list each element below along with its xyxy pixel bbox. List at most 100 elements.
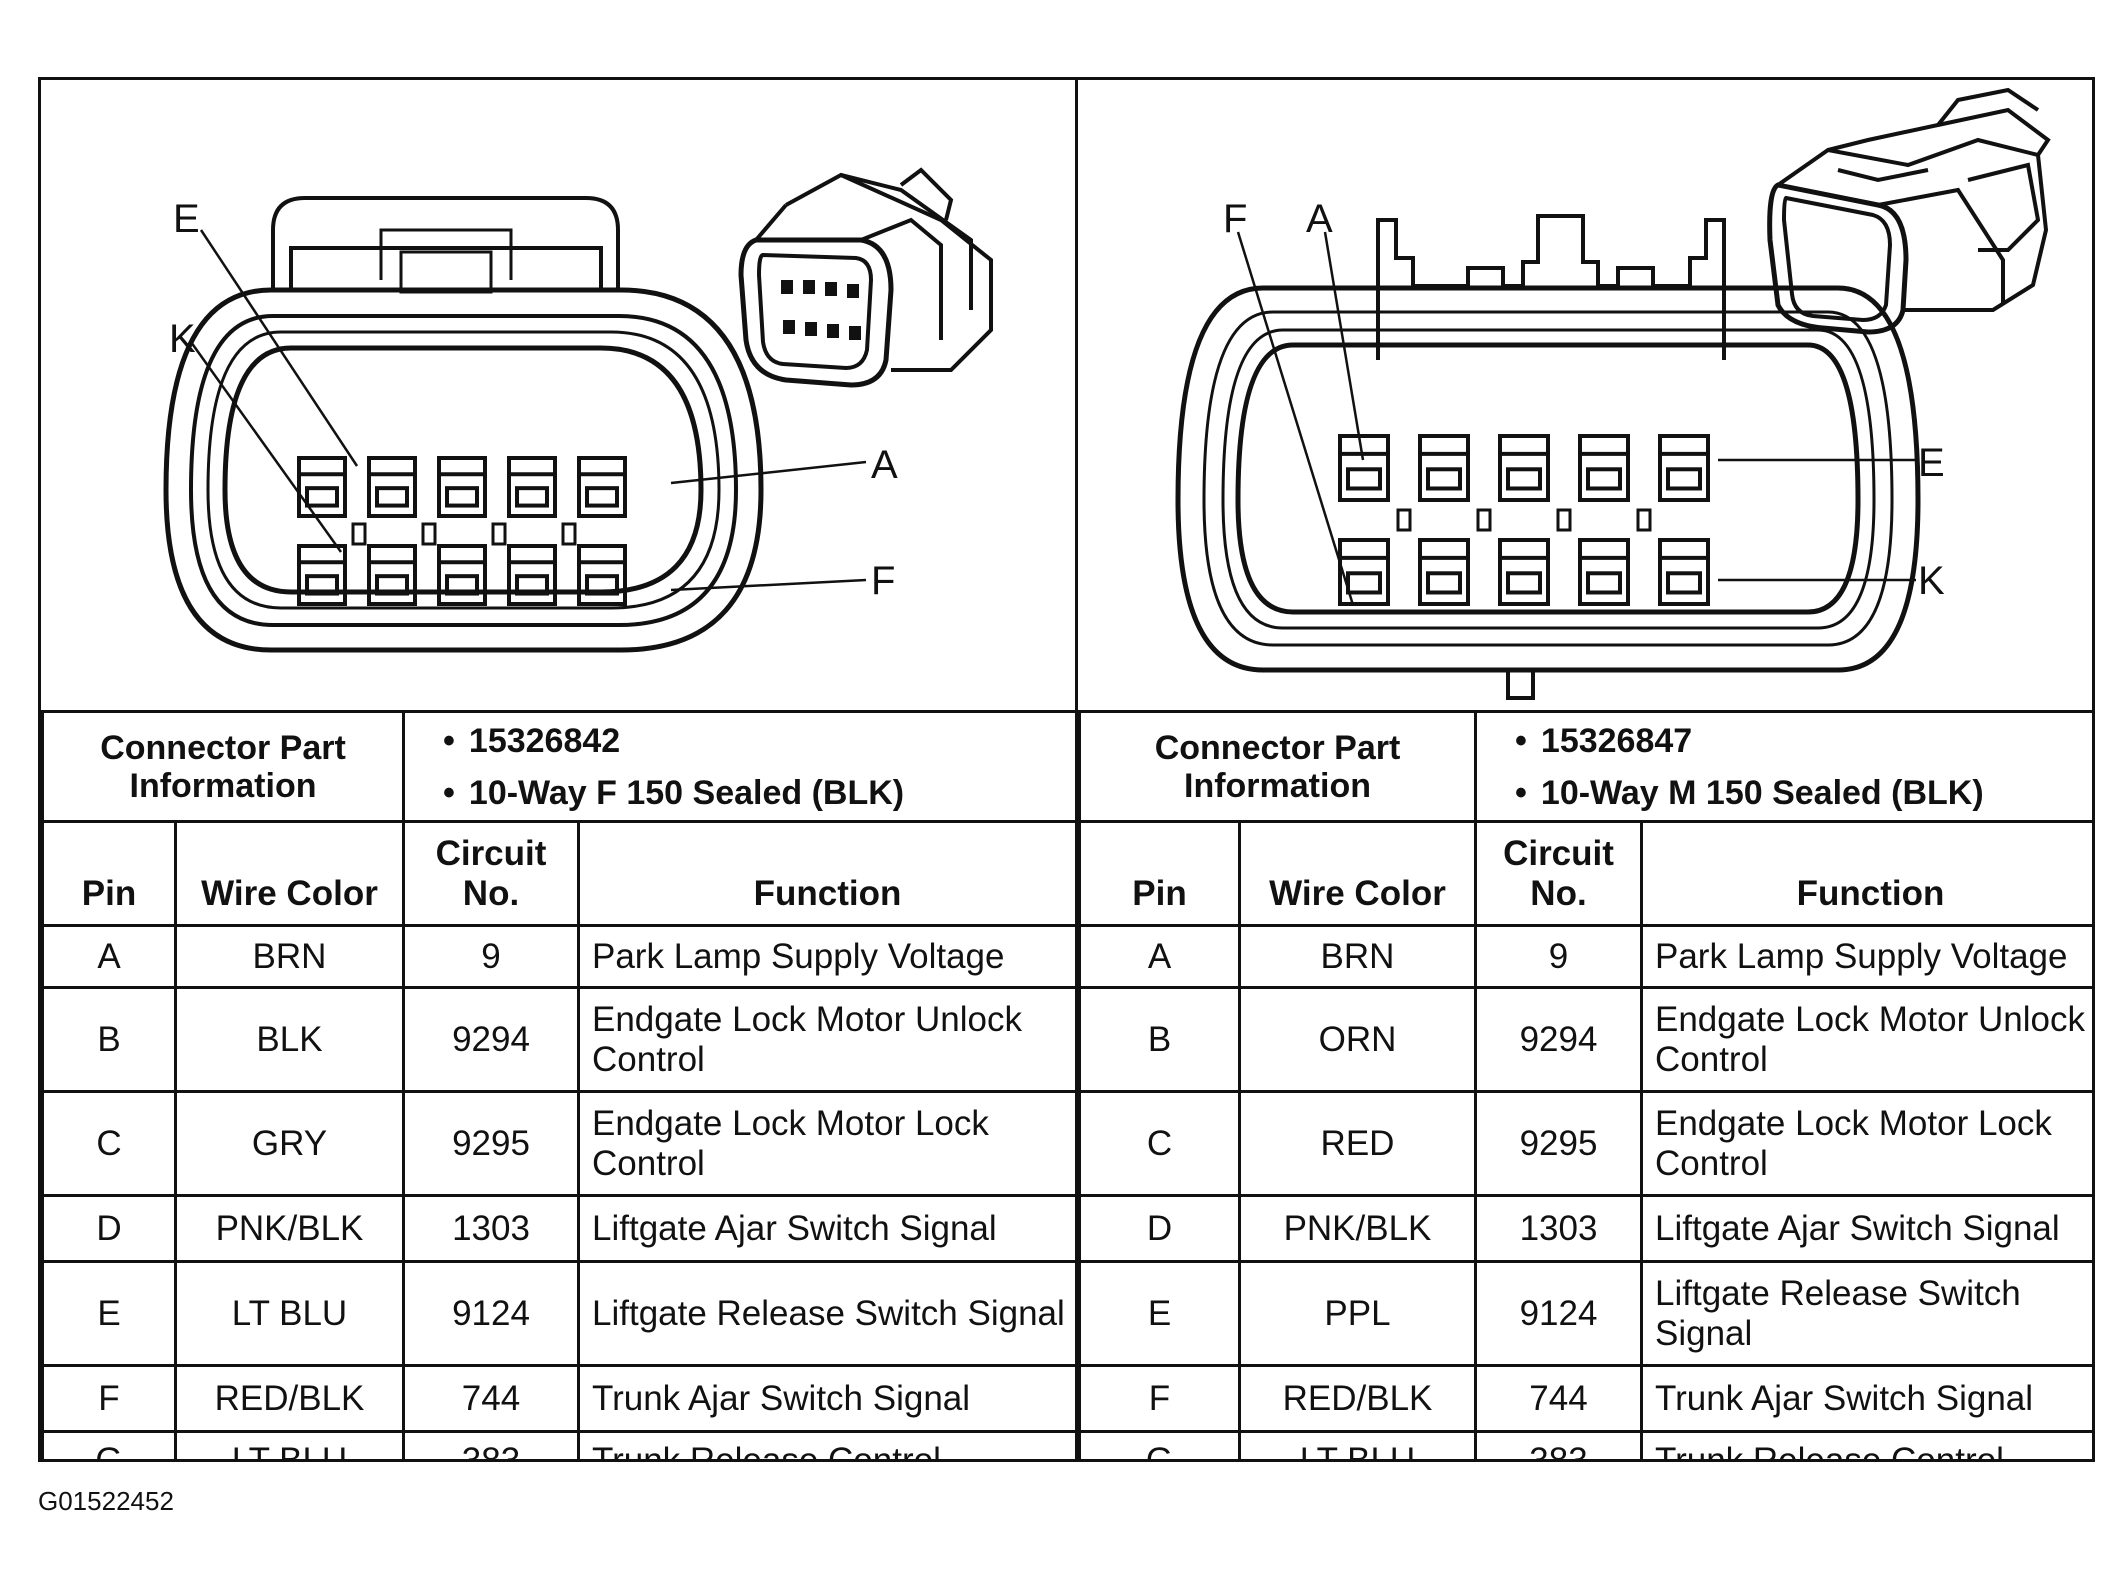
female-connector-diagram: E K A F	[41, 80, 1075, 710]
keying-slot	[561, 522, 577, 546]
pin-cavity	[1338, 434, 1390, 502]
function-cell: Park Lamp Supply Voltage	[1639, 924, 2092, 989]
leader-line-a	[670, 460, 867, 485]
leader-line-f	[1236, 231, 1355, 606]
function-cell: Liftgate Release Switch Signal	[577, 1260, 1078, 1367]
wire-color-cell: PPL	[1238, 1260, 1477, 1367]
function-cell: Endgate Lock Motor Lock Control	[577, 1090, 1078, 1197]
pin-label-k: K	[169, 317, 196, 361]
pin-cavity	[367, 456, 417, 518]
function-cell: Trunk Release Control	[1639, 1430, 2092, 1459]
keying-slot	[491, 522, 507, 546]
connector-part-label: Connector Part Information	[1078, 710, 1477, 823]
keying-slot	[1476, 508, 1492, 532]
pin-cell: E	[1078, 1260, 1241, 1367]
wire-color-cell: GRY	[174, 1090, 405, 1197]
pin-cavity	[507, 544, 557, 606]
part-number: 15326847	[1515, 715, 2088, 767]
pin-label-f: F	[871, 559, 895, 603]
function-cell: Trunk Ajar Switch Signal	[1639, 1364, 2092, 1433]
pin-cell: F	[41, 1364, 177, 1433]
pin-cell: G	[1078, 1430, 1241, 1459]
keying-slot	[1396, 508, 1412, 532]
pin-cavity	[1658, 434, 1710, 502]
pin-cell: C	[1078, 1090, 1241, 1197]
pin-cell: D	[1078, 1194, 1241, 1263]
pin-cavities	[1338, 434, 1710, 606]
leader-line-f	[670, 578, 867, 592]
col-header-function: Function	[1639, 820, 2092, 927]
male-connector-table: Connector Part Information 15326847 10-W…	[1078, 710, 2092, 1459]
circuit-cell: 9124	[402, 1260, 580, 1367]
pin-cell: B	[1078, 986, 1241, 1093]
wire-color-cell: PNK/BLK	[174, 1194, 405, 1263]
col-header-pin: Pin	[41, 820, 177, 927]
male-connector-face: F A E K	[1175, 87, 2051, 700]
pin-cell: F	[1078, 1364, 1241, 1433]
female-connector-face: E K A F	[163, 167, 993, 653]
pin-cell: A	[41, 924, 177, 989]
col-header-circuit: Circuit No.	[402, 820, 580, 927]
pin-cavity	[577, 544, 627, 606]
function-cell: Trunk Release Control	[577, 1430, 1078, 1459]
wire-color-cell: RED/BLK	[174, 1364, 405, 1433]
leader-line-a	[1323, 231, 1365, 461]
connector-diagram-frame: E K A F	[38, 77, 2095, 1462]
circuit-cell: 383	[402, 1430, 580, 1459]
pin-cavity	[297, 456, 347, 518]
pin-cavity	[1658, 538, 1710, 606]
col-header-wire-color: Wire Color	[174, 820, 405, 927]
pin-cavity	[1498, 538, 1550, 606]
wire-color-cell: LT BLU	[1238, 1430, 1477, 1459]
circuit-cell: 9294	[1474, 986, 1643, 1093]
function-cell: Park Lamp Supply Voltage	[577, 924, 1078, 989]
wire-color-cell: RED/BLK	[1238, 1364, 1477, 1433]
wire-color-cell: BLK	[174, 986, 405, 1093]
wire-color-cell: ORN	[1238, 986, 1477, 1093]
circuit-cell: 9294	[402, 986, 580, 1093]
wire-color-cell: BRN	[1238, 924, 1477, 989]
pin-cavity	[1578, 538, 1630, 606]
pin-cavity	[1578, 434, 1630, 502]
circuit-cell: 1303	[402, 1194, 580, 1263]
pin-cell: C	[41, 1090, 177, 1197]
pin-cell: G	[41, 1430, 177, 1459]
circuit-cell: 9295	[402, 1090, 580, 1197]
wire-color-cell: LT BLU	[174, 1260, 405, 1367]
pin-cavity	[437, 456, 487, 518]
circuit-cell: 383	[1474, 1430, 1643, 1459]
pin-label-a: A	[871, 443, 898, 487]
circuit-cell: 9295	[1474, 1090, 1643, 1197]
circuit-cell: 744	[402, 1364, 580, 1433]
circuit-cell: 9124	[1474, 1260, 1643, 1367]
male-connector-thumbnail	[1767, 87, 2051, 335]
pin-cavity	[437, 544, 487, 606]
circuit-cell: 1303	[1474, 1194, 1643, 1263]
col-header-wire-color: Wire Color	[1238, 820, 1477, 927]
function-cell: Liftgate Ajar Switch Signal	[1639, 1194, 2092, 1263]
circuit-cell: 744	[1474, 1364, 1643, 1433]
pin-cell: A	[1078, 924, 1241, 989]
pin-cavity	[1338, 538, 1390, 606]
function-cell: Endgate Lock Motor Unlock Control	[1639, 986, 2092, 1093]
male-connector-diagram: F A E K	[1078, 80, 2092, 710]
col-header-circuit: Circuit No.	[1474, 820, 1643, 927]
figure-id: G01522452	[38, 1486, 174, 1516]
part-description: 10-Way F 150 Sealed (BLK)	[443, 767, 1065, 819]
keying-slot	[1636, 508, 1652, 532]
leader-line-e	[199, 229, 359, 467]
